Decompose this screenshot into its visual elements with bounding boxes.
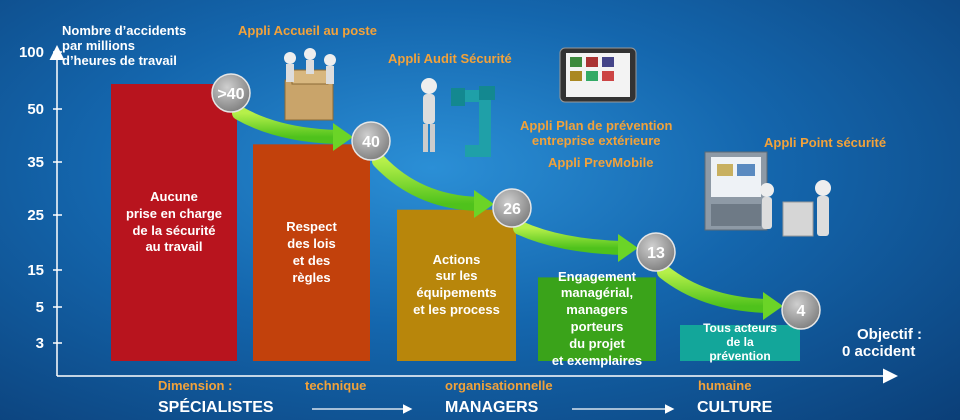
app-plan-label: Appli Plan de prévention entreprise exté… (520, 118, 673, 148)
value-circle-3 (492, 188, 532, 228)
value-circle-1 (211, 73, 251, 113)
green-arrow-icon (513, 221, 629, 255)
managers-label: MANAGERS (445, 399, 539, 416)
bar-4 (538, 277, 656, 361)
green-arrow-icon (657, 265, 774, 313)
green-arrow-head (763, 292, 783, 320)
green-arrow-head (333, 123, 353, 151)
y-tick-label: 100 (19, 44, 44, 61)
bar-2 (253, 144, 370, 361)
bar-3 (397, 209, 516, 361)
dimension-humaine: humaine (698, 378, 752, 393)
value-label-2: 40 (362, 134, 380, 151)
tablet-icon (559, 47, 637, 103)
culture-label: CULTURE (697, 399, 773, 416)
y-tick-label: 50 (27, 101, 44, 118)
kiosk-figures-icon (704, 151, 831, 237)
y-tick-label: 5 (36, 299, 44, 316)
value-label-5: 4 (797, 303, 806, 320)
app-point-label: Appli Point sécurité (764, 135, 887, 150)
green-arrow-head (474, 190, 494, 218)
app-prevmobile-label: Appli PrevMobile (548, 155, 654, 170)
green-arrow-icon (372, 154, 485, 211)
green-arrow-head (618, 234, 638, 262)
dimension-organisationnelle: organisationnelle (445, 378, 553, 393)
dimension-label: Dimension : (158, 378, 233, 393)
y-tick-label: 3 (36, 335, 44, 352)
y-tick-label: 35 (27, 154, 44, 171)
value-label-4: 13 (647, 245, 665, 262)
value-circle-2 (351, 121, 391, 161)
green-arrow-icon (232, 106, 344, 144)
value-label-1: >40 (217, 86, 244, 103)
y-tick-label: 15 (27, 262, 44, 279)
pipe-figure-icon (421, 78, 495, 157)
y-tick-label: 25 (27, 207, 44, 224)
value-circle-4 (636, 232, 676, 272)
y-axis-label: Nombre d’accidents par millions d’heures… (62, 23, 187, 68)
meeting-figures-icon (284, 48, 336, 121)
app-audit-label: Appli Audit Sécurité (388, 51, 512, 66)
value-label-3: 26 (503, 201, 521, 218)
objective-label: Objectif : 0 accident (842, 326, 923, 361)
bar-5 (680, 325, 800, 361)
bar-1 (111, 84, 237, 361)
app-accueil-label: Appli Accueil au poste (238, 23, 377, 38)
value-circle-5 (781, 290, 821, 330)
dimension-technique: technique (305, 378, 367, 393)
specialistes-label: SPÉCIALISTES (158, 399, 274, 416)
